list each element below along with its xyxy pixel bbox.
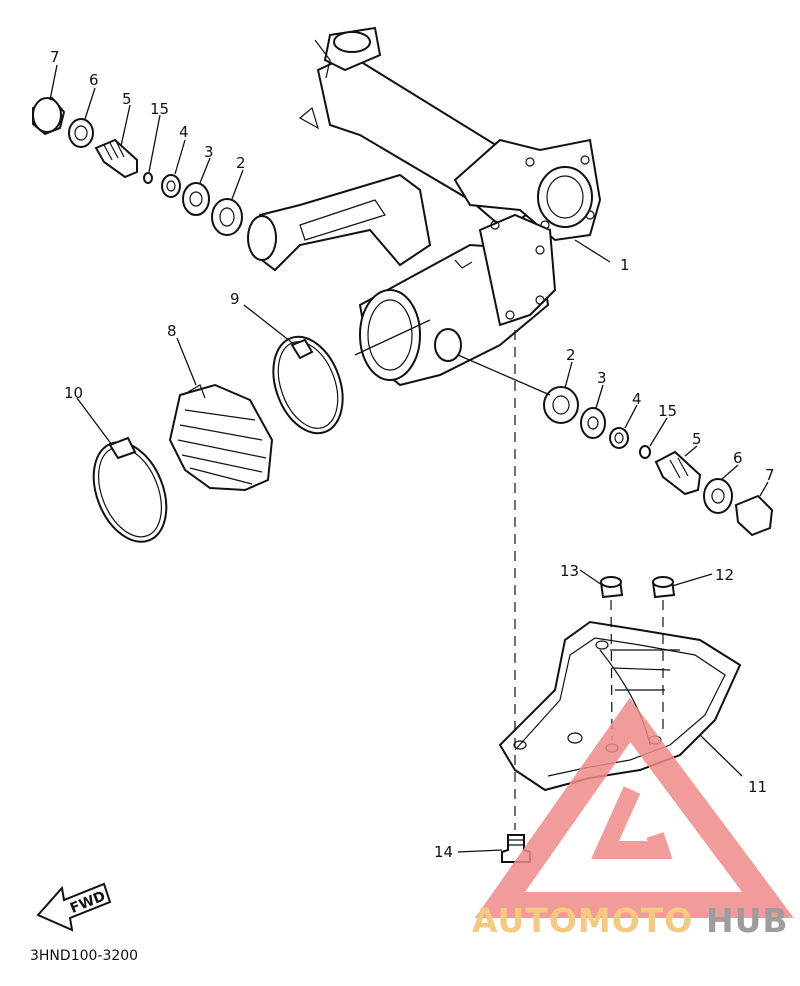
boot-and-clamps — [92, 335, 344, 543]
seal-part-4b — [609, 427, 629, 449]
callout-5b: 5 — [692, 430, 702, 448]
bearing-part-2b — [543, 386, 579, 424]
axle-parts-right — [543, 386, 774, 537]
guard-part-11 — [498, 620, 742, 792]
callout-9: 9 — [230, 290, 240, 308]
washer-part-3b — [580, 407, 606, 439]
callout-2b: 2 — [566, 346, 576, 364]
callout-3b: 3 — [597, 369, 607, 387]
watermark-logo: AUTOMOTO HUB — [472, 697, 794, 940]
callout-6b: 6 — [733, 449, 743, 467]
oring-part-15b — [639, 445, 651, 459]
nut-part-6a — [68, 118, 94, 148]
callout-10: 10 — [64, 384, 83, 402]
callout-11: 11 — [748, 778, 767, 796]
fwd-arrow: FWD — [36, 882, 112, 932]
callout-8: 8 — [167, 322, 177, 340]
callout-12: 12 — [715, 566, 734, 584]
cap-part-7b — [734, 494, 774, 537]
bolt-part-5a — [94, 138, 138, 179]
washer-part-3a — [182, 182, 210, 216]
callout-3a: 3 — [204, 143, 214, 161]
callout-13: 13 — [560, 562, 579, 580]
boot-part-8 — [168, 383, 274, 492]
nut-part-6b — [703, 478, 733, 514]
callout-6a: 6 — [89, 71, 99, 89]
callout-14: 14 — [434, 843, 453, 861]
leader-lines — [49, 64, 769, 853]
callout-2a: 2 — [236, 154, 246, 172]
callout-7a: 7 — [50, 48, 60, 66]
pivot-parts-left — [32, 96, 243, 236]
callout-15a: 15 — [150, 100, 169, 118]
diagram-code: 3HND100-3200 — [30, 948, 138, 964]
oring-part-15a — [143, 172, 153, 184]
callout-4a: 4 — [179, 123, 189, 141]
bolt-part-5b — [654, 450, 702, 496]
callout-15b: 15 — [658, 402, 677, 420]
watermark-text-1: AUTOMOTO — [472, 901, 693, 940]
callout-labels: 1 2 3 4 15 5 6 7 2 3 4 15 5 6 7 8 9 10 1… — [50, 48, 775, 861]
bolts-12-13-14 — [501, 576, 676, 863]
swing-arm — [247, 26, 602, 387]
clamp-part-9 — [272, 335, 344, 435]
callout-4b: 4 — [632, 390, 642, 408]
callout-5a: 5 — [122, 90, 132, 108]
callout-7b: 7 — [765, 466, 775, 484]
bearing-part-2a — [211, 198, 243, 236]
seal-part-4a — [161, 174, 181, 198]
callout-1: 1 — [620, 256, 630, 274]
watermark-text-2: HUB — [706, 901, 789, 940]
